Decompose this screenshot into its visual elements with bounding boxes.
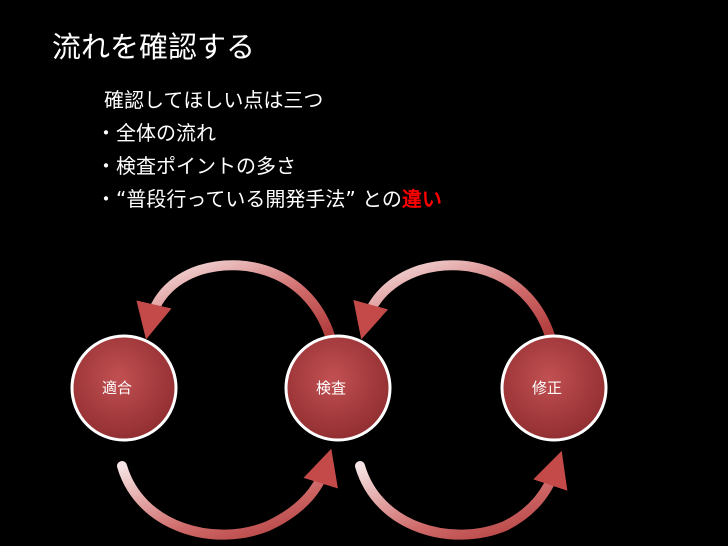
node-fit-label: 適合 [102,379,132,397]
node-fit: 適合 [70,334,178,442]
bullet-text: 全体の流れ [116,121,216,145]
bullet-text: “普段行っている開発手法” との [116,187,402,211]
node-fix-label: 修正 [532,379,562,397]
slide-title: 流れを確認する [52,30,256,64]
bullet-marker: ・ [96,121,116,145]
bullet-text: 検査ポイントの多さ [116,154,296,178]
bullet-item-checkpoints: ・検査ポイントの多さ [96,150,442,183]
arrow-fit-to-inspect [117,448,338,540]
accent-text: 違い [401,187,442,211]
intro-line: 確認してほしい点は三つ [104,88,324,112]
node-inspect-label: 検査 [316,379,346,397]
bullet-marker: ・ [96,187,116,211]
bullet-list: 確認してほしい点は三つ ・全体の流れ ・検査ポイントの多さ ・“普段行っている開… [96,84,442,216]
bullet-item-flow: ・全体の流れ [96,117,442,150]
bullet-item-difference: ・“普段行っている開発手法” との違い [96,183,442,216]
arrow-inspect-to-fit [136,260,335,341]
arrow-fix-to-inspect [353,260,555,341]
node-inspect: 検査 [284,334,392,442]
node-fix: 修正 [500,334,608,442]
arrow-inspect-to-fix [355,450,568,540]
bullet-marker: ・ [96,154,116,178]
